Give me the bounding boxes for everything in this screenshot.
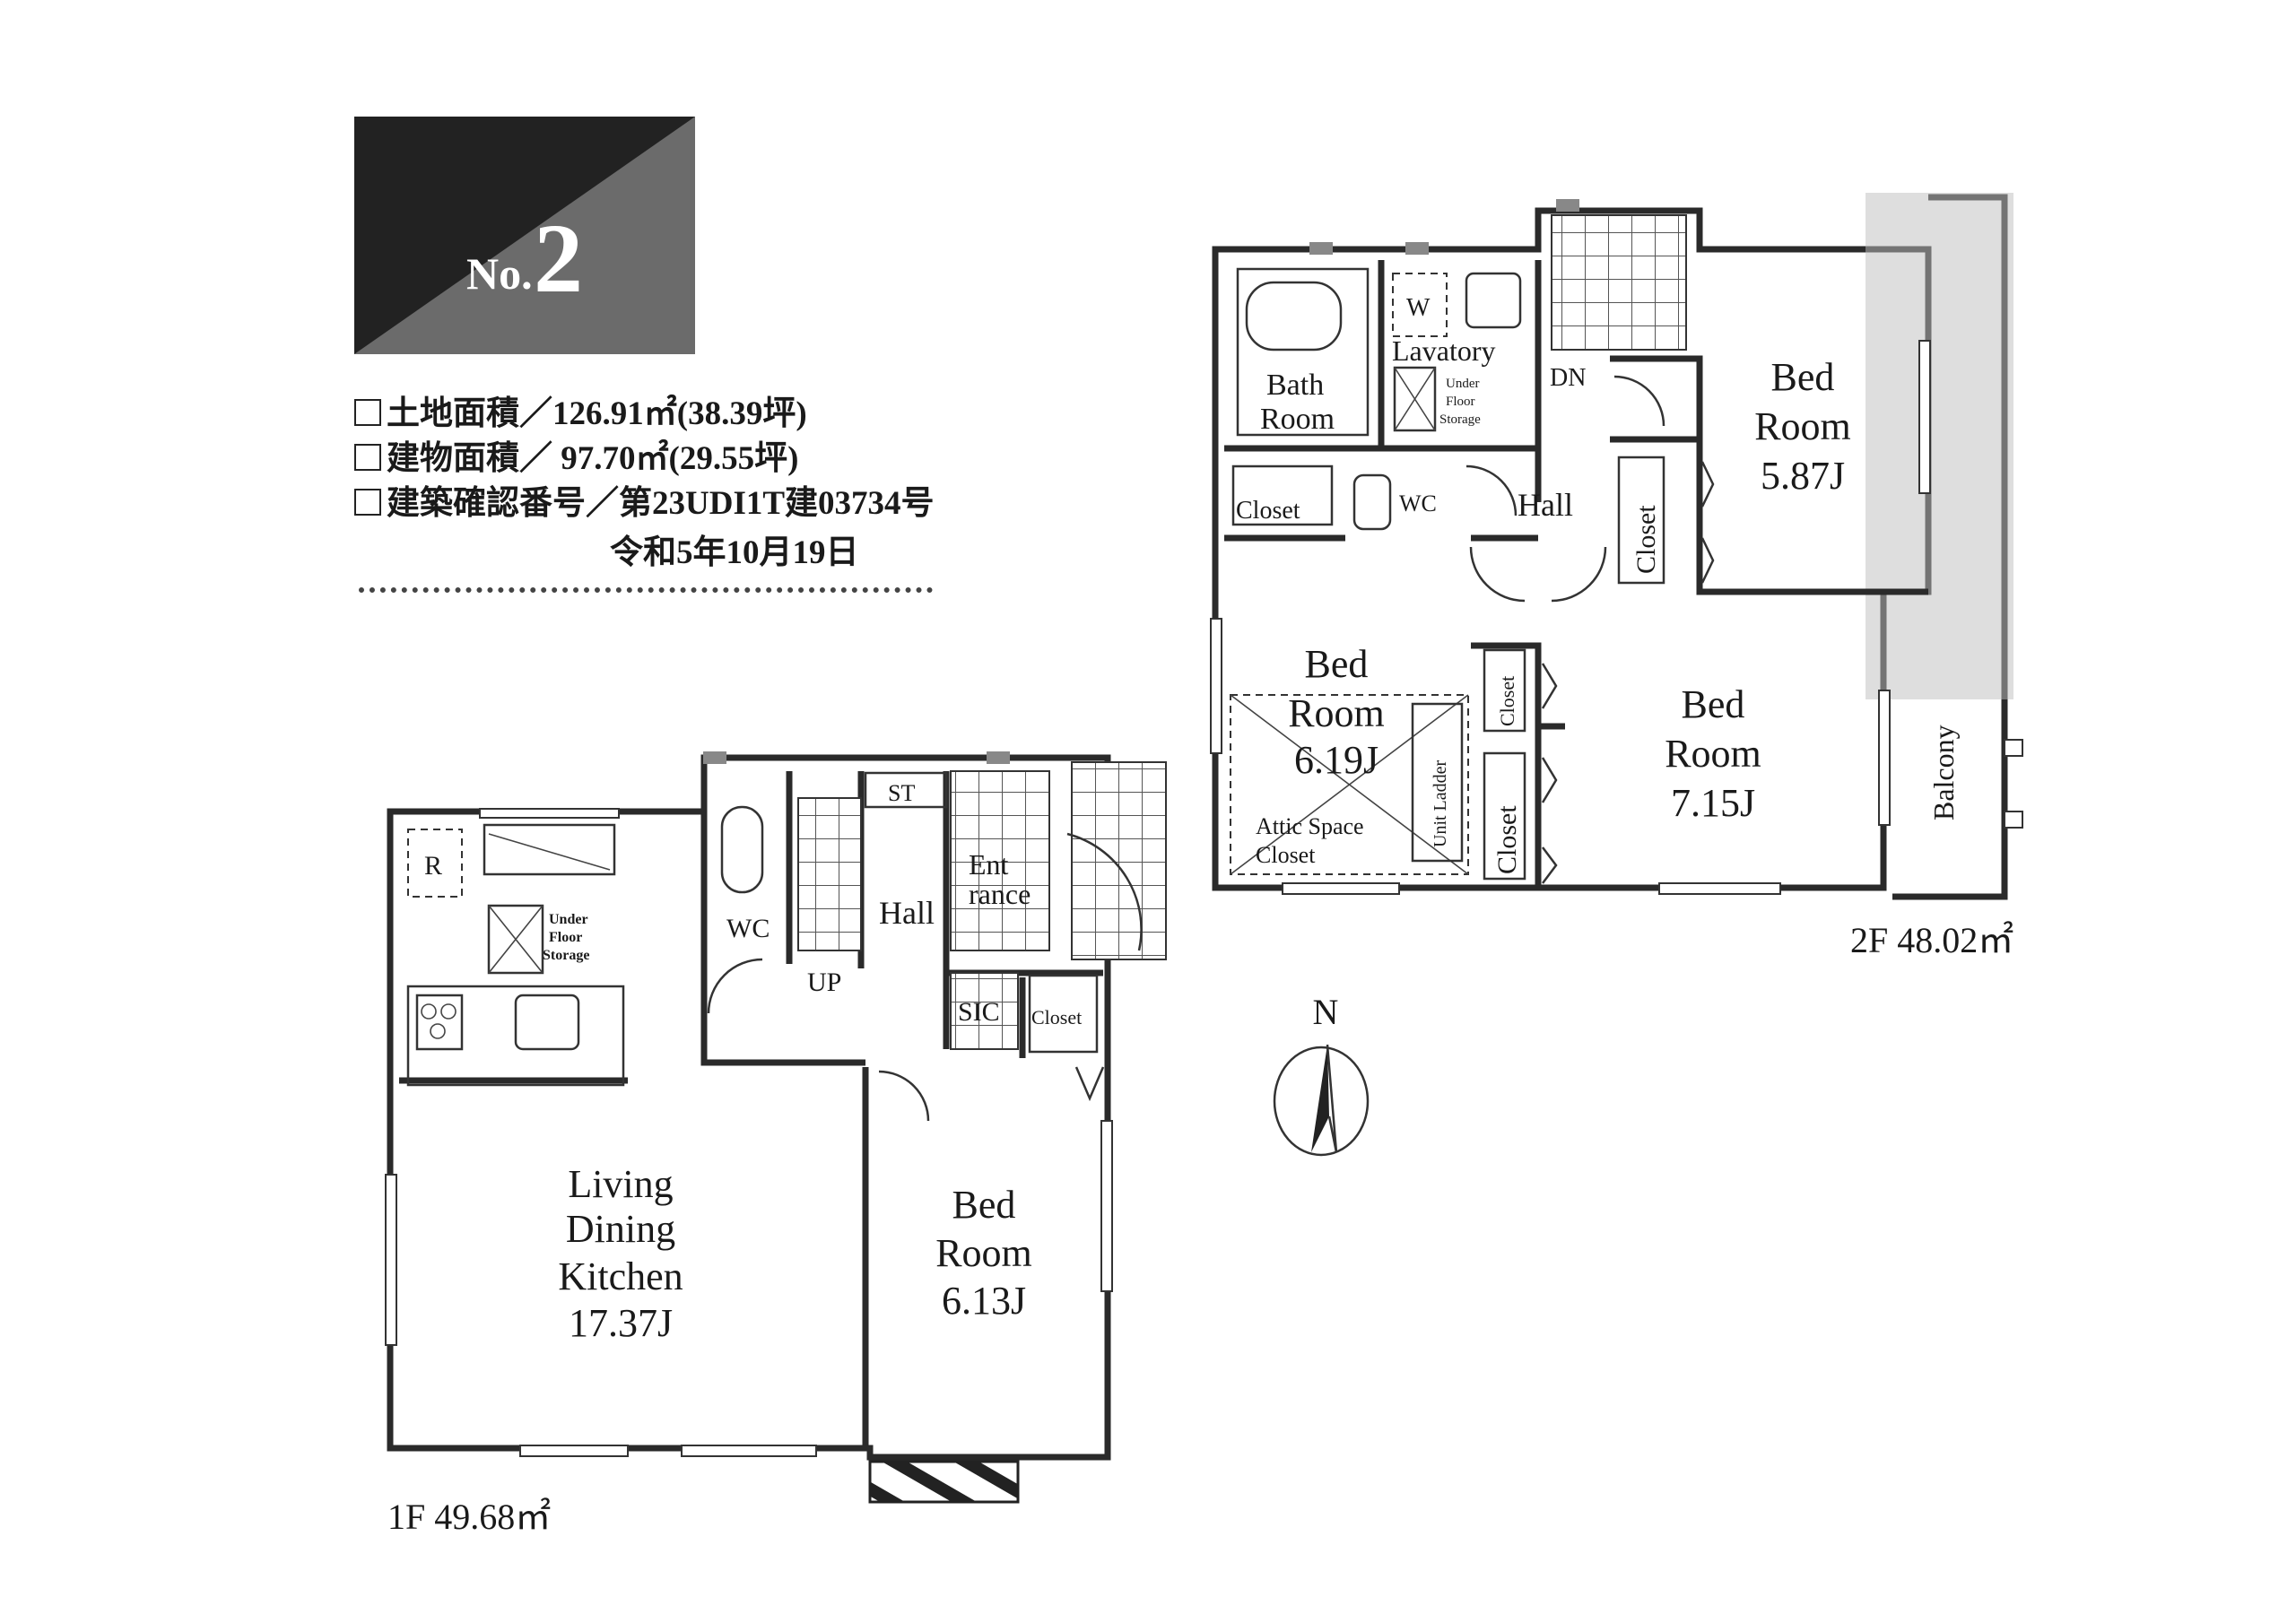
checkbox-square-icon [354,489,381,516]
closet-ne-label: Closet [1631,505,1661,574]
entrance-line2: rance [969,878,1031,910]
bed-e-size: 7.15J [1671,781,1755,825]
bed-e-line2: Room [1665,732,1761,776]
number-badge: No. 2 [354,117,695,354]
lavatory-label: Lavatory [1392,334,1496,367]
north-compass: N [1273,992,1370,1157]
bed-e-line1: Bed [1682,682,1745,726]
unit-ladder-label: Unit Ladder [1431,759,1450,847]
attic-line1: Attic Space [1256,813,1364,839]
under-floor-line2: Floor [549,930,582,945]
bath-line1: Bath [1266,369,1324,402]
bed-ne-line1: Bed [1771,355,1835,399]
up-label: UP [807,968,841,997]
bed1-size: 6.13J [942,1279,1026,1323]
sic-label: SIC [958,997,1000,1027]
permit-number-text: 建築確認番号／第23UDI1T建03734号 [387,485,935,522]
badge-prefix: No. [466,248,533,299]
compass-north-label: N [1313,992,1339,1032]
st-label: ST [888,780,915,806]
closet-mid-top-label: Closet [1496,676,1518,726]
ldk-line1: Living [568,1162,673,1206]
floor1-area: 1F 49.68㎡ [387,1497,551,1537]
building-area-row: 建物面積／ 97.70㎡(29.55坪) [354,430,798,479]
checkbox-square-icon [354,399,381,426]
floor-2: Bath Room W Lavatory Under Floor Storage… [1210,193,2023,960]
dn-label: DN [1550,364,1586,392]
bed-w-line2: Room [1288,691,1385,735]
closet1-label: Closet [1031,1006,1082,1028]
land-area-text: 土地面積／126.91㎡(38.39坪) [387,395,807,432]
bed1-line1: Bed [952,1183,1016,1227]
wc-label: WC [726,914,770,943]
entrance-line1: Ent [969,848,1009,881]
under-floor-line3: Storage [543,948,589,963]
bed-ne-size: 5.87J [1761,454,1845,498]
balcony-label: Balcony [1927,725,1960,820]
attic-line2: Closet [1256,842,1316,868]
building-area-text: 建物面積／ 97.70㎡(29.55坪) [387,440,799,477]
ldk-line3: Kitchen [558,1254,683,1298]
closet-mid-bottom-label: Closet [1492,805,1522,874]
bath-line2: Room [1260,403,1335,436]
floor2-area: 2F 48.02㎡ [1850,920,2013,960]
fridge-label: R [424,851,442,881]
badge-number: 2 [534,204,583,313]
ldk-size: 17.37J [569,1301,673,1345]
permit-date-row: 令和5年10月19日 [610,525,859,573]
under-floor-line1: Under [549,912,588,927]
under-floor2-line3: Storage [1439,412,1481,427]
hall2-label: Hall [1518,487,1573,523]
wc2-label: WC [1399,490,1437,516]
land-area-row: 土地面積／126.91㎡(38.39坪) [354,386,807,434]
washer-label: W [1406,294,1431,322]
bed1-line2: Room [935,1231,1032,1275]
bed-w-size: 6.19J [1294,738,1378,782]
hall-label: Hall [879,895,935,931]
permit-number-row: 建築確認番号／第23UDI1T建03734号 [354,475,935,524]
ldk-line2: Dining [566,1207,675,1251]
closet-left-label: Closet [1236,497,1300,525]
bed-w-line1: Bed [1305,642,1369,686]
bed-ne-line2: Room [1754,404,1851,448]
permit-date-text: 令和5年10月19日 [610,534,859,571]
under-floor2-line1: Under [1446,377,1480,391]
checkbox-square-icon [354,444,381,471]
under-floor2-line2: Floor [1446,395,1475,409]
dotted-separator [359,587,933,593]
floor-1: R Under Floor Storage Living Dining Kitc… [385,751,1167,1537]
